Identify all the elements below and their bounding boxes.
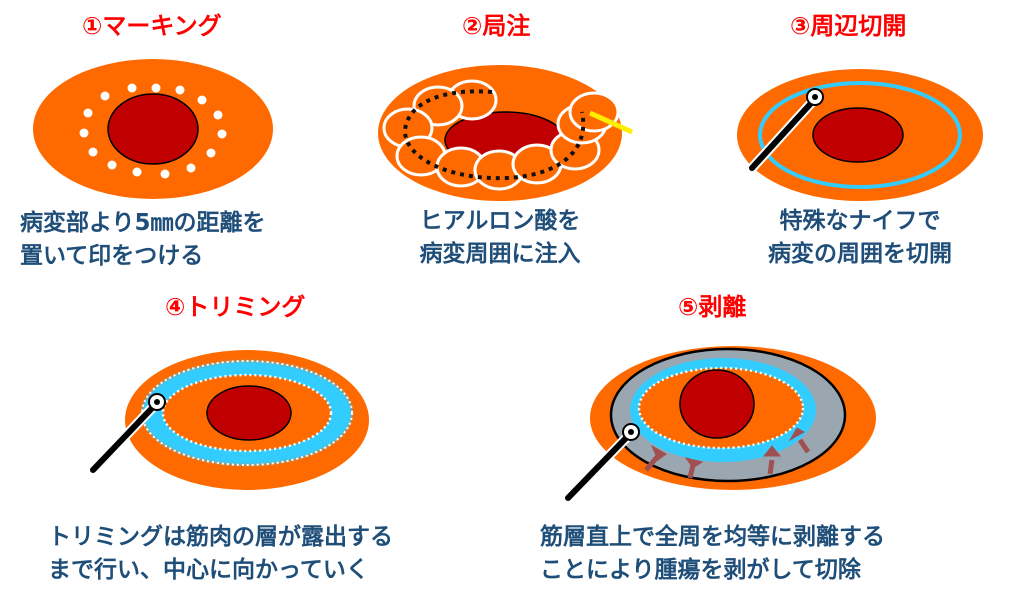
step5-title: ⑤剥離 — [678, 293, 747, 321]
step5-dissection-illustration — [563, 346, 876, 503]
step4-title: ④トリミング — [165, 293, 306, 321]
step3-lesion — [812, 107, 904, 163]
step1-desc-line1: 病変部より5㎜の距離を — [20, 210, 266, 236]
step5-arrows — [644, 427, 811, 479]
step4-desc-line1: トリミングは筋肉の層が露出する — [48, 524, 393, 550]
step1-marking-illustration — [33, 59, 273, 199]
step3-knife — [747, 88, 824, 173]
step3-desc-line2: 病変の周囲を切開 — [768, 241, 952, 267]
step3-description: 特殊なナイフで 病変の周囲を切開 — [740, 205, 980, 271]
step2-injection-illustration — [378, 65, 634, 201]
step2-marking-dotted-line — [402, 89, 586, 181]
step4-knife — [88, 393, 166, 475]
step5-lesion — [679, 369, 755, 439]
step4-trimming-illustration — [88, 350, 369, 490]
step4-lesion — [206, 385, 292, 441]
step2-desc-line1: ヒアルロン酸を — [419, 208, 581, 234]
step2-description: ヒアルロン酸を 病変周囲に注入 — [400, 205, 600, 271]
step4-description: トリミングは筋肉の層が露出する まで行い、中心に向かっていく — [48, 521, 393, 587]
step2-desc-line2: 病変周囲に注入 — [419, 241, 581, 267]
step3-desc-line1: 特殊なナイフで — [779, 208, 941, 234]
step3-incision-line — [758, 81, 962, 189]
step5-desc-line2: ことにより腫瘍を剥がして切除 — [540, 557, 861, 583]
step5-desc-line1: 筋層直上で全周を均等に剥離する — [540, 524, 885, 550]
step4-desc-line2: まで行い、中心に向かっていく — [48, 557, 369, 583]
step3-incision-illustration — [737, 69, 983, 201]
step1-desc-line2: 置いて印をつける — [20, 243, 204, 269]
step1-lesion — [107, 93, 199, 165]
step5-knife — [563, 423, 640, 503]
step1-marking-dots — [79, 83, 227, 179]
step2-injection-needle — [588, 110, 634, 135]
step5-description: 筋層直上で全周を均等に剥離する ことにより腫瘍を剥がして切除 — [540, 521, 885, 587]
step2-title: ②局注 — [462, 12, 531, 40]
step3-title: ③周辺切開 — [790, 12, 907, 40]
step1-title: ①マーキング — [82, 12, 222, 40]
step1-description: 病変部より5㎜の距離を 置いて印をつける — [20, 207, 266, 273]
